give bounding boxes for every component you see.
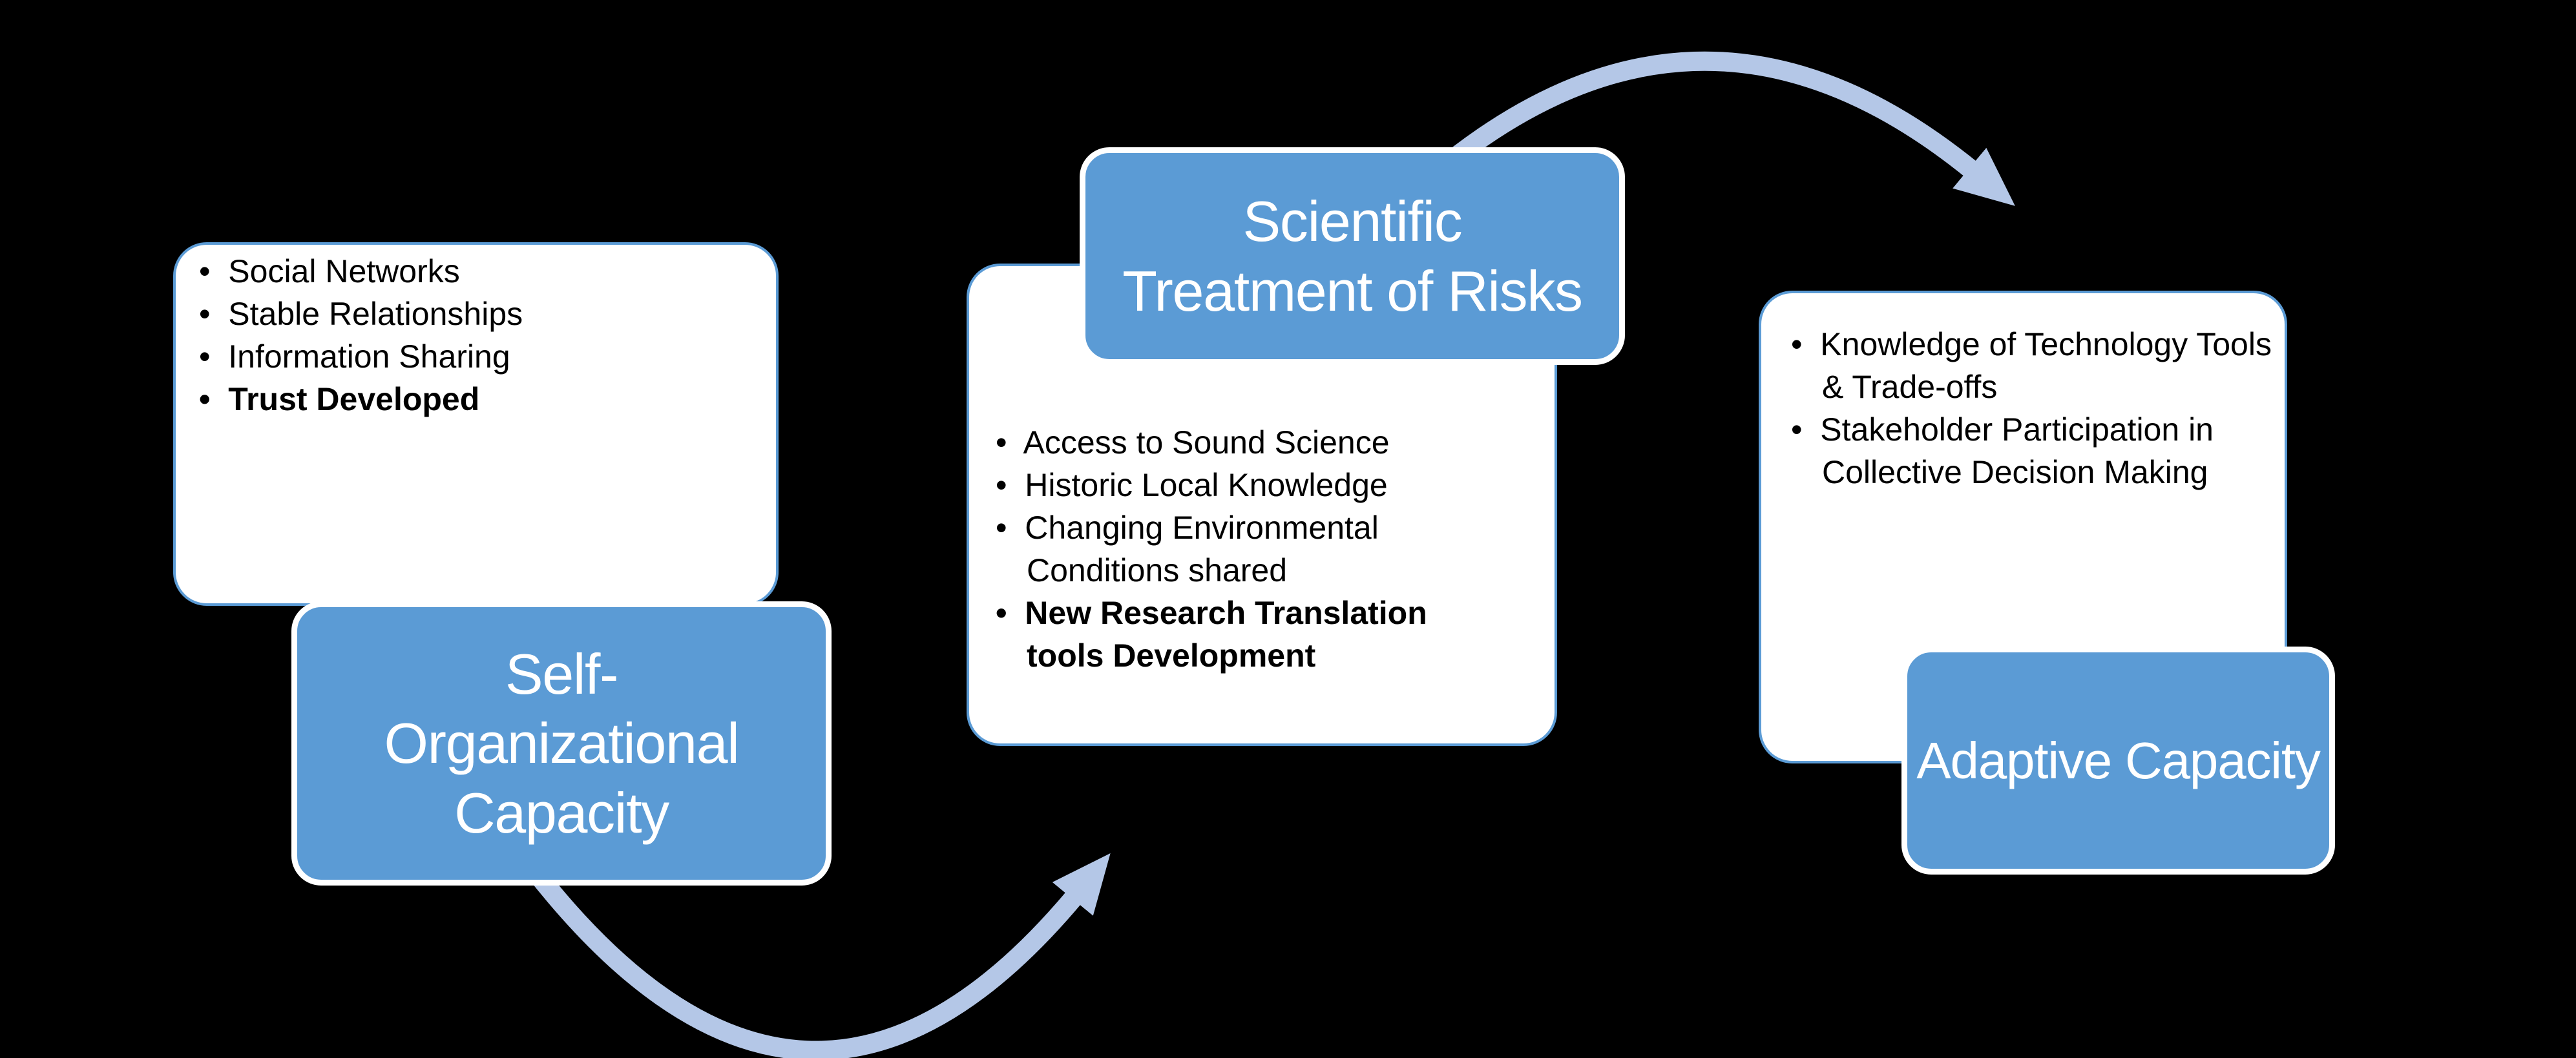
node-label: Adaptive Capacity [1916,731,2321,789]
bullet-list-scientific-treatment: • Access to Sound Science • Historic Loca… [996,421,1427,677]
bullet-list-adaptive-capacity: • Knowledge of Technology Tools & Trade-… [1791,323,2272,493]
bullet-item: • Historic Local Knowledge [996,467,1388,503]
bullet-item: • Knowledge of Technology Tools & Trade-… [1791,326,2272,405]
arrow-self-org-to-scientific [525,853,1111,1058]
bullet-item: • Stakeholder Participation in Collectiv… [1791,411,2214,490]
bullet-item: • Changing Environmental Conditions shar… [996,510,1379,588]
node-scientific-treatment-of-risks: Scientific Treatment of Risks [1080,147,1625,365]
bullet-item: • Stable Relationships [199,296,523,332]
bullet-item: • Information Sharing [199,338,510,375]
node-adaptive-capacity: Adaptive Capacity [1901,647,2335,875]
bullet-item: • Trust Developed [199,381,480,417]
bullet-list-self-organizational: • Social Networks • Stable Relationships •… [199,250,523,420]
panel-self-organizational: • Social Networks • Stable Relationships •… [173,242,779,606]
arrow-scientific-to-adaptive [1405,51,2015,206]
node-label: Self- Organizational Capacity [384,641,740,845]
bullet-item: • Access to Sound Science [996,424,1390,461]
node-label: Scientific Treatment of Risks [1122,189,1583,323]
node-self-organizational-capacity: Self- Organizational Capacity [291,601,832,886]
bullet-item: • Social Networks [199,253,460,289]
bullet-item: • New Research Translation tools Develop… [996,595,1427,674]
